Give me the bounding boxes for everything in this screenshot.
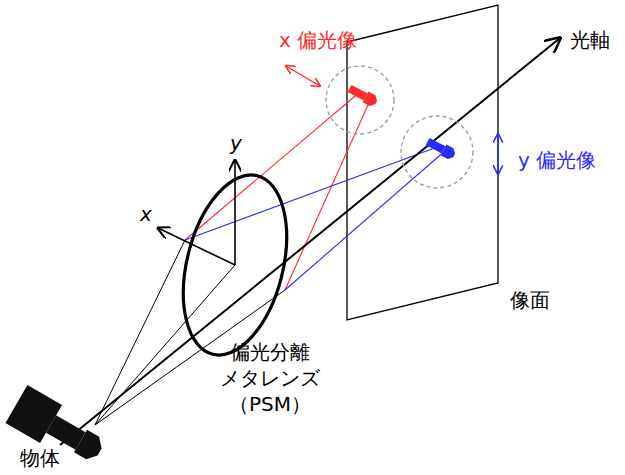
plane-label: 像面: [510, 287, 550, 313]
axis-name: x: [140, 201, 152, 227]
image-circle: [401, 116, 473, 188]
image-label: x 偏光像: [279, 27, 357, 53]
object: [5, 385, 110, 471]
y-polarization-arrow: [497, 134, 498, 174]
y-axis: [234, 160, 236, 265]
x-axis: [158, 228, 235, 265]
x-polarized-image: [347, 83, 379, 108]
lens-label: 偏光分離 メタレンズ （PSM）: [210, 339, 330, 417]
axis-name: y: [230, 130, 242, 156]
object-label: 物体: [20, 445, 60, 471]
image-circle: [326, 66, 394, 134]
image-plane: [347, 5, 498, 320]
image-label: y 偏光像: [518, 147, 596, 173]
y-polarized-image: [425, 136, 457, 161]
y-polarized-rays: [185, 146, 446, 290]
x-polarized-rays: [185, 92, 372, 290]
optical-axis: [60, 38, 560, 445]
axis-label: 光軸: [570, 27, 610, 53]
x-polarization-arrow: [286, 66, 320, 86]
